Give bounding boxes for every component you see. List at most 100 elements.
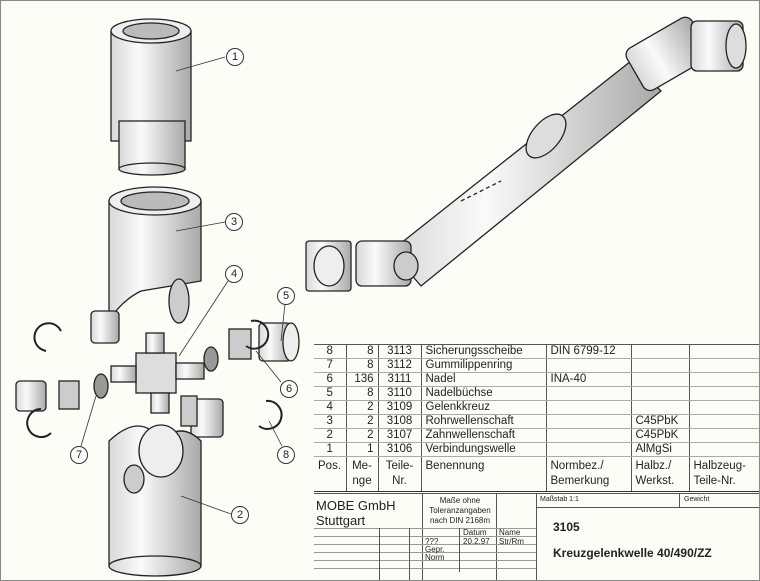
callout-8: 8 [277,446,295,464]
callout-2: 2 [231,506,249,524]
cell-benennung: Rohrwellenschaft [420,414,546,429]
part-4-gelenkkreuz [110,332,205,414]
name-value: Str/Rm [499,537,524,546]
cell-normbez [545,428,631,443]
norm-label: Norm [425,553,445,562]
cell-menge: 2 [345,400,378,415]
cell-teile-nr: 3110 [377,386,421,401]
weight-label: Gewicht [684,496,710,503]
scale-label: Maßstab 1:1 [540,496,579,503]
cell-halbzeug [688,345,759,359]
cell-pos: 8 [314,345,346,359]
leader-lines [80,56,286,515]
cell-teile-nr: 3108 [377,414,421,429]
date-value: 20.2.97 [463,537,490,546]
cell-werkst [630,345,689,359]
cell-pos: 6 [314,372,346,387]
cell-halbzeug [688,386,759,401]
cell-teile-nr: 3112 [377,358,421,373]
name-label: Name [499,528,521,537]
cell-benennung: Gummilippenring [420,358,546,373]
callout-6: 6 [280,380,298,398]
part-7-gummilippenring [93,346,219,399]
cell-halbzeug [688,372,759,387]
callout-1: 1 [226,48,244,66]
drawing-title: Kreuzgelenkwelle 40/490/ZZ [553,546,712,560]
cell-werkst: C45PbK [630,428,689,443]
cell-benennung: Gelenkkreuz [420,400,546,415]
assembled-cardan-shaft [305,16,747,292]
cell-pos: 2 [314,428,346,443]
cell-menge: 8 [345,345,378,359]
header-benennung: Benennung [420,456,546,492]
table-top-border [314,344,759,345]
header-normbez: Normbez./Bemerkung [545,456,631,492]
cell-benennung: Zahnwellenschaft [420,428,546,443]
cell-werkst: C45PbK [630,414,689,429]
cell-benennung: Sicherungsscheibe [420,345,546,359]
header-menge: Me-nge [345,456,378,492]
cell-halbzeug [688,414,759,429]
cell-normbez [545,358,631,373]
header-werkst: Halbz./Werkst. [630,456,689,492]
part-5-nadelbuechse [15,310,300,438]
callout-7: 7 [70,446,88,464]
part-8-sicherungsscheibe [26,319,283,438]
cell-normbez: INA-40 [545,372,631,387]
cell-menge: 2 [345,428,378,443]
drawing-number: 3105 [553,520,580,534]
callout-5: 5 [277,287,295,305]
cell-menge: 8 [345,386,378,401]
header-pos: Pos. [314,456,346,492]
header-halbzeug: Halbzeug-Teile-Nr. [688,456,759,492]
cell-normbez: DIN 6799-12 [545,345,631,359]
cell-teile-nr: 3113 [377,345,421,359]
cell-werkst: AlMgSi [630,442,689,457]
cell-teile-nr: 3106 [377,442,421,457]
cell-normbez [545,386,631,401]
table-header-row: Pos. Me-nge Teile-Nr. Benennung Normbez.… [314,456,759,492]
cell-menge: 1 [345,442,378,457]
cell-pos: 5 [314,386,346,401]
cell-halbzeug [688,358,759,373]
cell-teile-nr: 3109 [377,400,421,415]
cell-menge: 8 [345,358,378,373]
cell-benennung: Verbindungswelle [420,442,546,457]
cell-benennung: Nadelbüchse [420,386,546,401]
bearb-label: ??? [425,537,439,546]
cell-menge: 136 [345,372,378,387]
cell-werkst [630,400,689,415]
callout-3: 3 [225,213,243,231]
cell-werkst [630,386,689,401]
cell-teile-nr: 3107 [377,428,421,443]
cell-halbzeug [688,428,759,443]
part-1-verbindungswelle [110,18,192,176]
cell-pos: 1 [314,442,346,457]
cell-teile-nr: 3111 [377,372,421,387]
datum-label: Datum [463,528,487,537]
part-2-zahnwellenschaft [108,424,202,577]
cell-werkst [630,358,689,373]
cell-pos: 3 [314,414,346,429]
part-3-rohrwellenschaft [108,186,202,324]
cell-pos: 7 [314,358,346,373]
cell-werkst [630,372,689,387]
cell-menge: 2 [345,414,378,429]
gepr-label: Gepr. [425,545,445,554]
cell-pos: 4 [314,400,346,415]
part-6-nadel [58,328,252,427]
cell-benennung: Nadel [420,372,546,387]
cell-normbez [545,442,631,457]
cell-halbzeug [688,442,759,457]
